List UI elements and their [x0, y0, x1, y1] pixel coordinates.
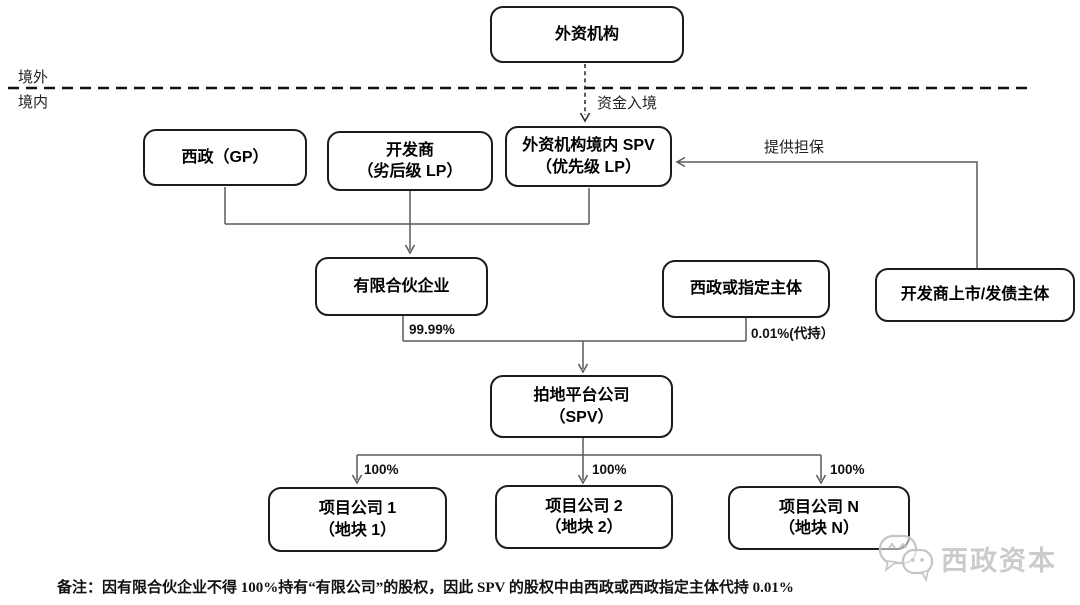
pct100-label-2: 100% — [592, 462, 627, 477]
node-label: 西政（GP） — [181, 148, 269, 166]
node-onshore-spv: 外资机构境内 SPV （优先级 LP） — [505, 126, 672, 187]
node-sublabel: （地块 N） — [778, 520, 859, 537]
pct100-label-1: 100% — [364, 462, 399, 477]
node-label: 开发商上市/发债主体 — [900, 286, 1050, 304]
node-label: 拍地平台公司 — [533, 387, 630, 405]
node-developer-listco: 开发商上市/发债主体 — [875, 268, 1075, 322]
node-sublabel: （优先级 LP） — [536, 158, 641, 176]
guarantee-arrowhead — [675, 156, 686, 168]
land-platform-arrowhead — [577, 363, 589, 374]
pct100-label-3: 100% — [830, 462, 865, 477]
node-sublabel: （地块 1） — [318, 521, 397, 539]
wechat-logo-icon — [878, 534, 934, 583]
node-project-company-n: 项目公司 N （地块 N） — [728, 486, 910, 550]
node-sublabel: （地块 2） — [545, 519, 623, 536]
node-developer-lp: 开发商 （劣后级 LP） — [327, 131, 493, 191]
node-label: 外资机构境内 SPV — [522, 137, 655, 155]
node-label: 有限合伙企业 — [353, 277, 450, 295]
node-xizheng-gp: 西政（GP） — [143, 129, 307, 186]
nominee-share-label: 0.01%(代持） — [751, 326, 835, 341]
capital-entry-arrowhead — [579, 112, 591, 123]
node-xizheng-or-designee: 西政或指定主体 — [662, 260, 830, 318]
node-limited-partnership: 有限合伙企业 — [315, 257, 488, 316]
guarantee-arrow-line — [677, 161, 978, 268]
node-label: 项目公司 N — [778, 498, 859, 516]
onshore-label: 境内 — [18, 95, 49, 111]
node-sublabel: （劣后级 LP） — [357, 163, 463, 180]
partnership-arrowhead — [404, 244, 416, 255]
watermark-text: 西政资本 — [941, 546, 1057, 576]
node-project-company-2: 项目公司 2 （地块 2） — [495, 485, 673, 549]
guarantee-label: 提供担保 — [764, 140, 825, 156]
node-label: 项目公司 1 — [318, 500, 397, 518]
node-sublabel: （SPV） — [549, 408, 614, 426]
lp-share-label: 99.99% — [409, 322, 455, 337]
node-land-platform-spv: 拍地平台公司 （SPV） — [490, 375, 673, 438]
capital-entry-label: 资金入境 — [597, 96, 658, 112]
footnote: 备注：因有限合伙企业不得 100%持有“有限公司”的股权，因此 SPV 的股权中… — [57, 580, 794, 596]
node-project-company-1: 项目公司 1 （地块 1） — [268, 487, 447, 552]
node-label: 西政或指定主体 — [689, 280, 802, 298]
node-label: 外资机构 — [554, 25, 619, 43]
node-foreign-institution: 外资机构 — [490, 6, 684, 63]
projectN-arrowhead — [815, 474, 827, 485]
node-label: 开发商 — [385, 141, 434, 159]
project1-arrowhead — [351, 474, 363, 485]
project2-arrowhead — [577, 474, 589, 485]
offshore-label: 境外 — [18, 70, 49, 86]
node-label: 项目公司 2 — [545, 497, 623, 515]
